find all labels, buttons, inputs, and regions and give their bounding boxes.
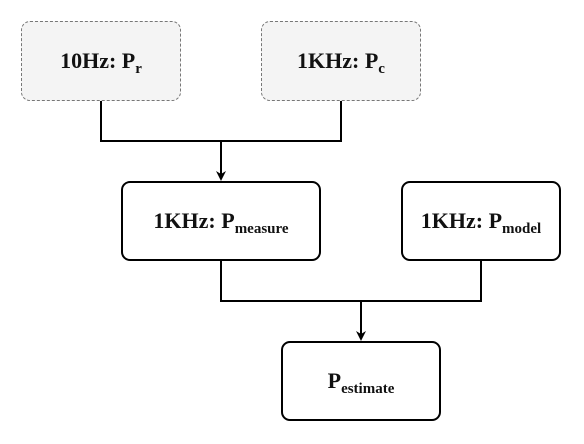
node-pmodel-label: 1KHz: Pmodel bbox=[420, 208, 542, 237]
node-pmeasure-label: 1KHz: Pmeasure bbox=[153, 208, 289, 237]
node-pr: 10Hz: Pr bbox=[21, 21, 181, 101]
node-pmeasure: 1KHz: Pmeasure bbox=[121, 181, 321, 261]
node-pr-label: 10Hz: Pr bbox=[60, 48, 142, 77]
node-pestimate: Pestimate bbox=[281, 341, 441, 421]
node-pestimate-label: Pestimate bbox=[327, 368, 395, 397]
connector-bottom-merge bbox=[220, 261, 482, 339]
connector-top-merge bbox=[100, 101, 342, 179]
node-pmodel: 1KHz: Pmodel bbox=[401, 181, 561, 261]
node-pc: 1KHz: Pc bbox=[261, 21, 421, 101]
node-pc-label: 1KHz: Pc bbox=[297, 48, 385, 77]
